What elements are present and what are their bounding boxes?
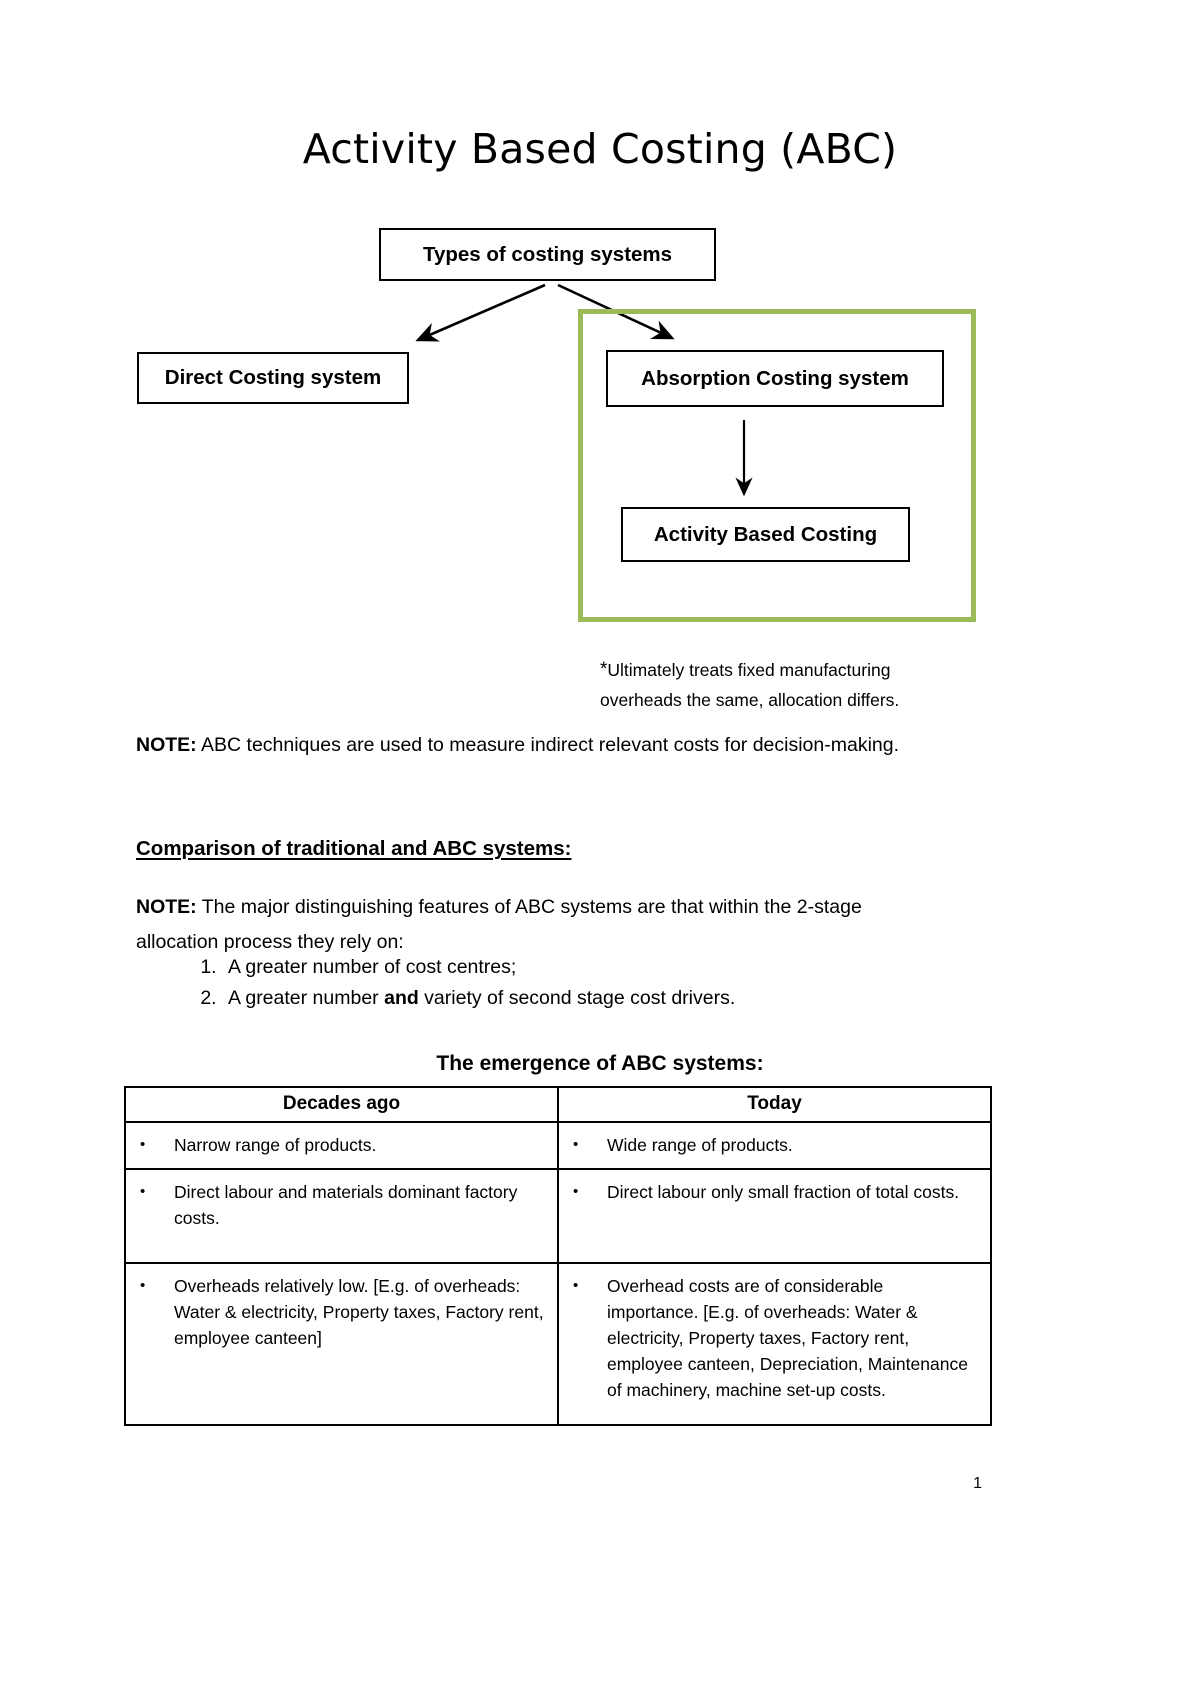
note-text: The major distinguishing features of ABC… <box>136 896 862 953</box>
list-item: A greater number and variety of second s… <box>222 983 1022 1014</box>
list-item-text-after: variety of second stage cost drivers. <box>418 987 736 1009</box>
note-text: ABC techniques are used to measure indir… <box>196 734 900 756</box>
footnote-line-1: Ultimately treats fixed manufacturing <box>607 660 891 680</box>
table-row: • Narrow range of products. • Wide range… <box>124 1121 992 1170</box>
node-label: Activity Based Costing <box>653 522 878 546</box>
node-label: Absorption Costing system <box>641 366 909 390</box>
cell-text: Direct labour and materials dominant fac… <box>174 1182 518 1228</box>
bullet-icon: • <box>140 1136 146 1153</box>
absorption-highlight-frame <box>578 309 976 622</box>
table-cell-decades-ago: • Narrow range of products. <box>124 1121 559 1170</box>
bullet-icon: • <box>140 1183 146 1200</box>
asterisk-marker: * <box>600 659 608 680</box>
note-distinguishing-features: NOTE: The major distinguishing features … <box>136 890 916 960</box>
cell-text: Wide range of products. <box>607 1135 793 1155</box>
node-activity-based-costing: Activity Based Costing <box>621 507 910 562</box>
table-cell-decades-ago: • Direct labour and materials dominant f… <box>124 1168 559 1264</box>
table-cell-today: • Direct labour only small fraction of t… <box>557 1168 992 1264</box>
cell-text: Overheads relatively low. [E.g. of overh… <box>174 1276 544 1348</box>
diagram-footnote: *Ultimately treats fixed manufacturing o… <box>600 655 1000 715</box>
list-item-text-bold: and <box>384 987 419 1009</box>
footnote-line-2: overheads the same, allocation differs. <box>600 690 900 710</box>
page-number: 1 <box>973 1475 982 1492</box>
table-row: • Overheads relatively low. [E.g. of ove… <box>124 1262 992 1426</box>
node-types-of-costing-systems: Types of costing systems <box>379 228 716 281</box>
bullet-icon: • <box>573 1277 579 1294</box>
note-label: NOTE: <box>136 734 197 756</box>
table-cell-today: • Wide range of products. <box>557 1121 992 1170</box>
bullet-icon: • <box>573 1136 579 1153</box>
column-header-decades-ago: Decades ago <box>124 1086 559 1123</box>
emergence-of-abc-table: Decades ago Today • Narrow range of prod… <box>124 1086 992 1426</box>
bullet-icon: • <box>140 1277 146 1294</box>
node-label: Direct Costing system <box>164 366 382 389</box>
page-title: Activity Based Costing (ABC) <box>302 125 898 173</box>
cell-text: Direct labour only small fraction of tot… <box>607 1182 960 1202</box>
cell-text: Narrow range of products. <box>174 1135 377 1155</box>
note-abc-techniques: NOTE: ABC techniques are used to measure… <box>136 730 1016 760</box>
distinguishing-features-list: A greater number of cost centres; A grea… <box>188 952 1022 1014</box>
table-cell-decades-ago: • Overheads relatively low. [E.g. of ove… <box>124 1262 559 1426</box>
table-cell-today: • Overhead costs are of considerable imp… <box>557 1262 992 1426</box>
bullet-icon: • <box>573 1183 579 1200</box>
column-header-today: Today <box>557 1086 992 1123</box>
node-label: Types of costing systems <box>422 242 673 266</box>
cell-text: Overhead costs are of considerable impor… <box>607 1276 968 1400</box>
list-item-text-before: A greater number <box>228 987 385 1009</box>
note-label: NOTE: <box>136 896 197 918</box>
section-heading-comparison: Comparison of traditional and ABC system… <box>136 837 572 860</box>
table-header-row: Decades ago Today <box>124 1086 992 1123</box>
node-direct-costing-system: Direct Costing system <box>137 352 409 404</box>
table-row: • Direct labour and materials dominant f… <box>124 1168 992 1264</box>
table-caption: The emergence of ABC systems: <box>436 1052 764 1075</box>
node-absorption-costing-system: Absorption Costing system <box>606 350 944 407</box>
list-item: A greater number of cost centres; <box>222 952 1022 983</box>
